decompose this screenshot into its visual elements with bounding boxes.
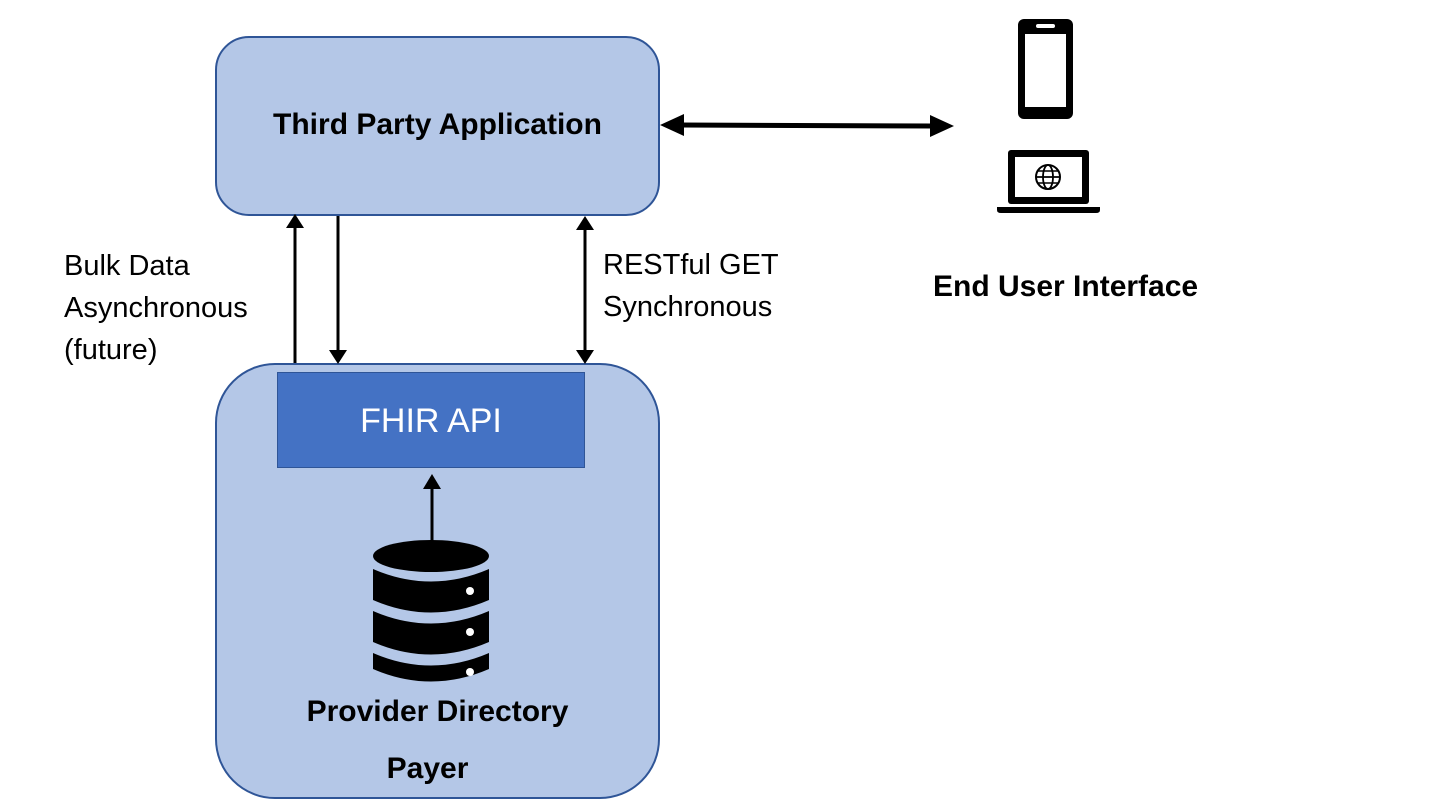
bulk-line-2: Asynchronous: [64, 292, 248, 324]
laptop-icon: [997, 150, 1100, 213]
restful-line-1: RESTful GET: [603, 249, 779, 281]
restful-line-2: Synchronous: [603, 291, 773, 323]
third-party-application-label: Third Party Application: [273, 108, 602, 141]
database-to-fhir-arrow: [423, 474, 441, 541]
bulk-line-3: (future): [64, 334, 158, 366]
provider-directory-label: Provider Directory: [306, 695, 569, 728]
globe-icon: [1035, 164, 1061, 190]
third-party-application-box: [215, 36, 660, 216]
restful-edge-label: RESTful GET Synchronous: [603, 244, 779, 328]
smartphone-icon: [1018, 19, 1073, 119]
app-to-end-user-arrow: [660, 114, 954, 137]
restful-bidirectional-arrow: [576, 216, 594, 364]
payer-label: Payer: [386, 752, 469, 785]
fhir-api-box: [277, 372, 585, 468]
database-icon: [373, 540, 489, 682]
bulk-line-1: Bulk Data: [64, 250, 190, 282]
bulk-data-edge-label: Bulk Data Asynchronous (future): [64, 245, 248, 371]
end-user-interface-label: End User Interface: [933, 270, 1199, 303]
bulk-down-arrow: [329, 216, 347, 364]
fhir-api-label: FHIR API: [360, 402, 502, 440]
bulk-up-arrow: [286, 214, 304, 363]
